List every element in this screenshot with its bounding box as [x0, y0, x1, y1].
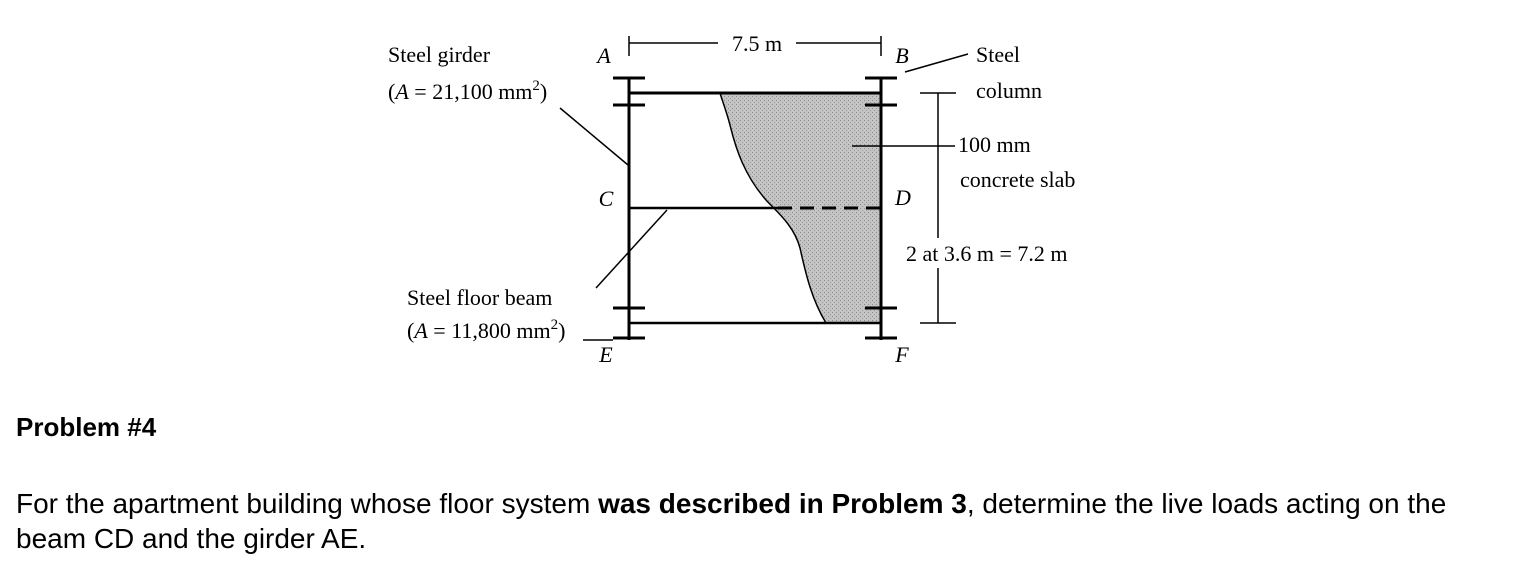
floor-beam-label-line-2: (A = 11,800 mm2)	[407, 317, 565, 343]
problem-text-part-1: For the apartment building whose floor s…	[16, 488, 599, 519]
problem-heading: Problem #4	[16, 412, 157, 442]
span-label-bg	[718, 30, 796, 56]
girder-leader	[559, 107, 629, 166]
column-b	[865, 76, 897, 107]
girder-label-line-1: Steel girder	[388, 42, 491, 67]
label-c: C	[599, 186, 614, 211]
column-label-line-2: column	[976, 78, 1042, 103]
label-e: E	[598, 342, 613, 367]
label-d: D	[894, 185, 911, 210]
slab-label-line-2: concrete slab	[960, 167, 1075, 192]
floor-beam-label-line-1: Steel floor beam	[407, 285, 552, 310]
column-leader	[904, 53, 969, 73]
label-f: F	[894, 342, 909, 367]
slab-label-line-1: 100 mm	[958, 132, 1031, 157]
spacing-label: 2 at 3.6 m = 7.2 m	[906, 241, 1068, 266]
slab-edge-line	[719, 92, 827, 324]
column-e	[613, 306, 645, 340]
problem-text-bold: was described in Problem 3	[598, 488, 967, 519]
problem-text-part-2: , determine the live loads acting on the…	[16, 488, 1447, 554]
floor-beam-leader	[595, 209, 668, 289]
girder-label-line-2: (A = 21,100 mm2)	[388, 78, 547, 104]
spacing-label-bg	[902, 238, 1106, 268]
problem-text: For the apartment building whose floor s…	[16, 486, 1496, 556]
column-label-line-1: Steel	[976, 42, 1020, 67]
label-a: A	[595, 43, 611, 68]
floor-system-diagram: 7.5 m 2 at 3.6 m = 7.2 m A B C D E F Ste…	[388, 30, 1106, 367]
label-b: B	[895, 43, 908, 68]
column-f	[865, 306, 897, 340]
span-label: 7.5 m	[732, 31, 782, 56]
